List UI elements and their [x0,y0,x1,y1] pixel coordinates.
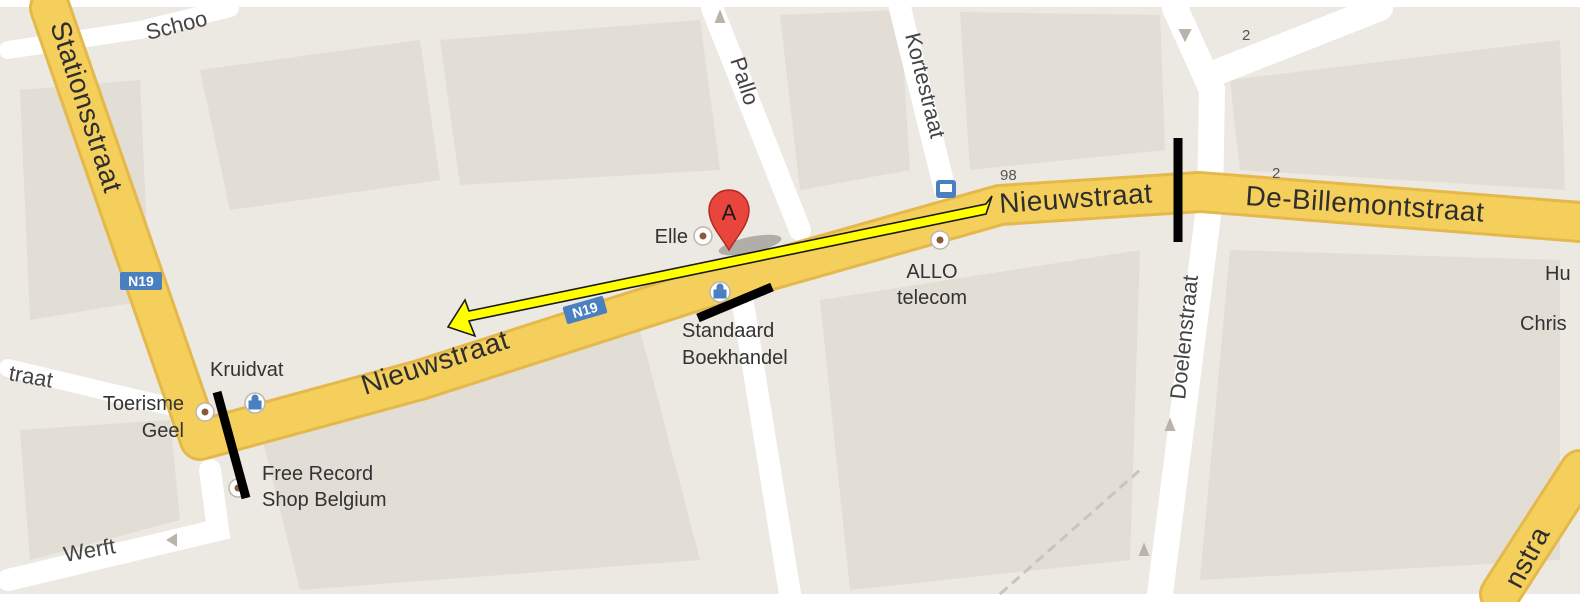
street-west [0,359,194,419]
arrow-up-icon [714,9,726,23]
barrier-marks [212,138,1183,500]
barrier-west [212,390,251,500]
poi-free-record-line1: Free Record [262,463,373,485]
poi-kruidvat[interactable]: Kruidvat [210,359,284,414]
poi-elle[interactable]: Elle [655,226,713,248]
arrow-up-icon [1138,542,1150,556]
route-direction-arrow [446,195,993,338]
marker-pin-icon [708,189,750,252]
arrow-up-icon [1164,417,1176,431]
poi-partial-hu: Hu [1545,263,1571,285]
poi-toerisme-line1: Toerisme [103,393,184,415]
poi-standaard-line1: Standaard [682,320,774,342]
shopping-bag-icon [248,394,262,410]
poi-allo-telecom[interactable]: ALLO telecom [897,230,967,309]
poi-toerisme-line2: Geel [142,420,184,442]
major-roads [29,0,1580,602]
poi-allo-line2: telecom [897,287,967,309]
poi-kruidvat-label: Kruidvat [210,359,284,381]
map-marker-a[interactable]: A [708,189,783,259]
street-pallo [701,0,811,241]
one-way-arrows [166,9,1192,556]
minor-streets [0,0,1393,602]
street-north-east [1197,0,1393,88]
house-number-98: 98 [1000,167,1017,184]
street-werft [0,459,231,591]
poi-toerisme-geel[interactable]: Toerisme Geel [103,393,215,442]
street-kortestraat [889,0,956,201]
bus-stop-icon [936,180,956,198]
street-doelenstraat [1147,0,1226,602]
route-badge-n19-center: N19 [562,296,608,324]
route-badge-n19-left: N19 [120,272,162,290]
arrow-down-icon [1178,29,1192,43]
poi-elle-label: Elle [655,226,688,248]
road-bottom-right-fill [1482,452,1580,602]
shopping-bag-icon [713,283,727,299]
arrow-left-icon [166,533,177,547]
marker-shadow [718,234,782,256]
poi-allo-line1: ALLO [906,261,957,283]
route-badge-n19-center-text: N19 [570,299,599,322]
house-number-2-top: 2 [1242,27,1250,44]
top-border [0,0,1580,7]
marker-letter: A [722,200,737,225]
poi-free-record-line2: Shop Belgium [262,489,387,511]
poi-free-record-shop[interactable]: Free Record Shop Belgium [228,463,387,511]
barrier-standaard [696,282,774,323]
major-road-fill [32,0,1580,458]
poi-standaard-line2: Boekhandel [682,347,788,369]
poi-standaard-boekhandel[interactable]: Standaard Boekhandel [682,281,788,369]
route-badge-n19-left-text: N19 [128,273,154,289]
street-pallo-south [729,274,801,602]
poi-partial-chris: Chris [1520,313,1567,335]
house-number-2-road: 2 [1272,165,1280,182]
